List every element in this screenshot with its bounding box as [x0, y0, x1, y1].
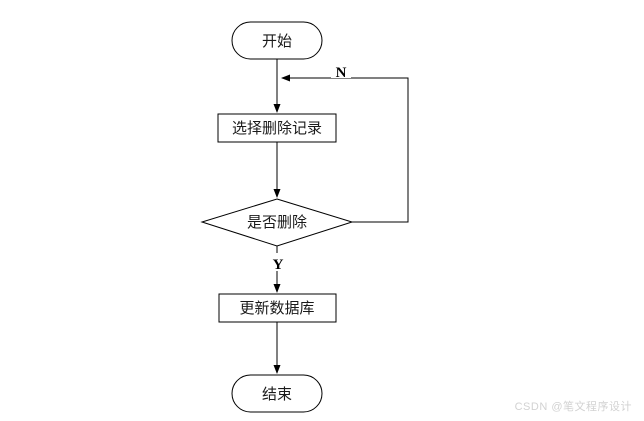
- update-db-node-label: 更新数据库: [239, 299, 314, 317]
- decision-node: [200, 198, 354, 247]
- yes-label-backing: [269, 253, 287, 271]
- select-record-node: [217, 113, 337, 143]
- branch-label-no: N: [336, 65, 347, 81]
- start-node: [231, 21, 323, 60]
- select-record-node-label: 选择删除记录: [232, 119, 322, 137]
- decision-node-label: 是否删除: [247, 213, 307, 231]
- branch-label-yes: Y: [273, 257, 284, 273]
- end-node: [231, 374, 323, 413]
- watermark: CSDN @笔文程序设计: [514, 401, 632, 413]
- no-label-backing: [331, 62, 351, 78]
- arrow-loop-no: [281, 74, 409, 223]
- end-node-label: 结束: [262, 385, 292, 403]
- update-db-node: [218, 293, 337, 323]
- start-node-label: 开始: [262, 32, 292, 50]
